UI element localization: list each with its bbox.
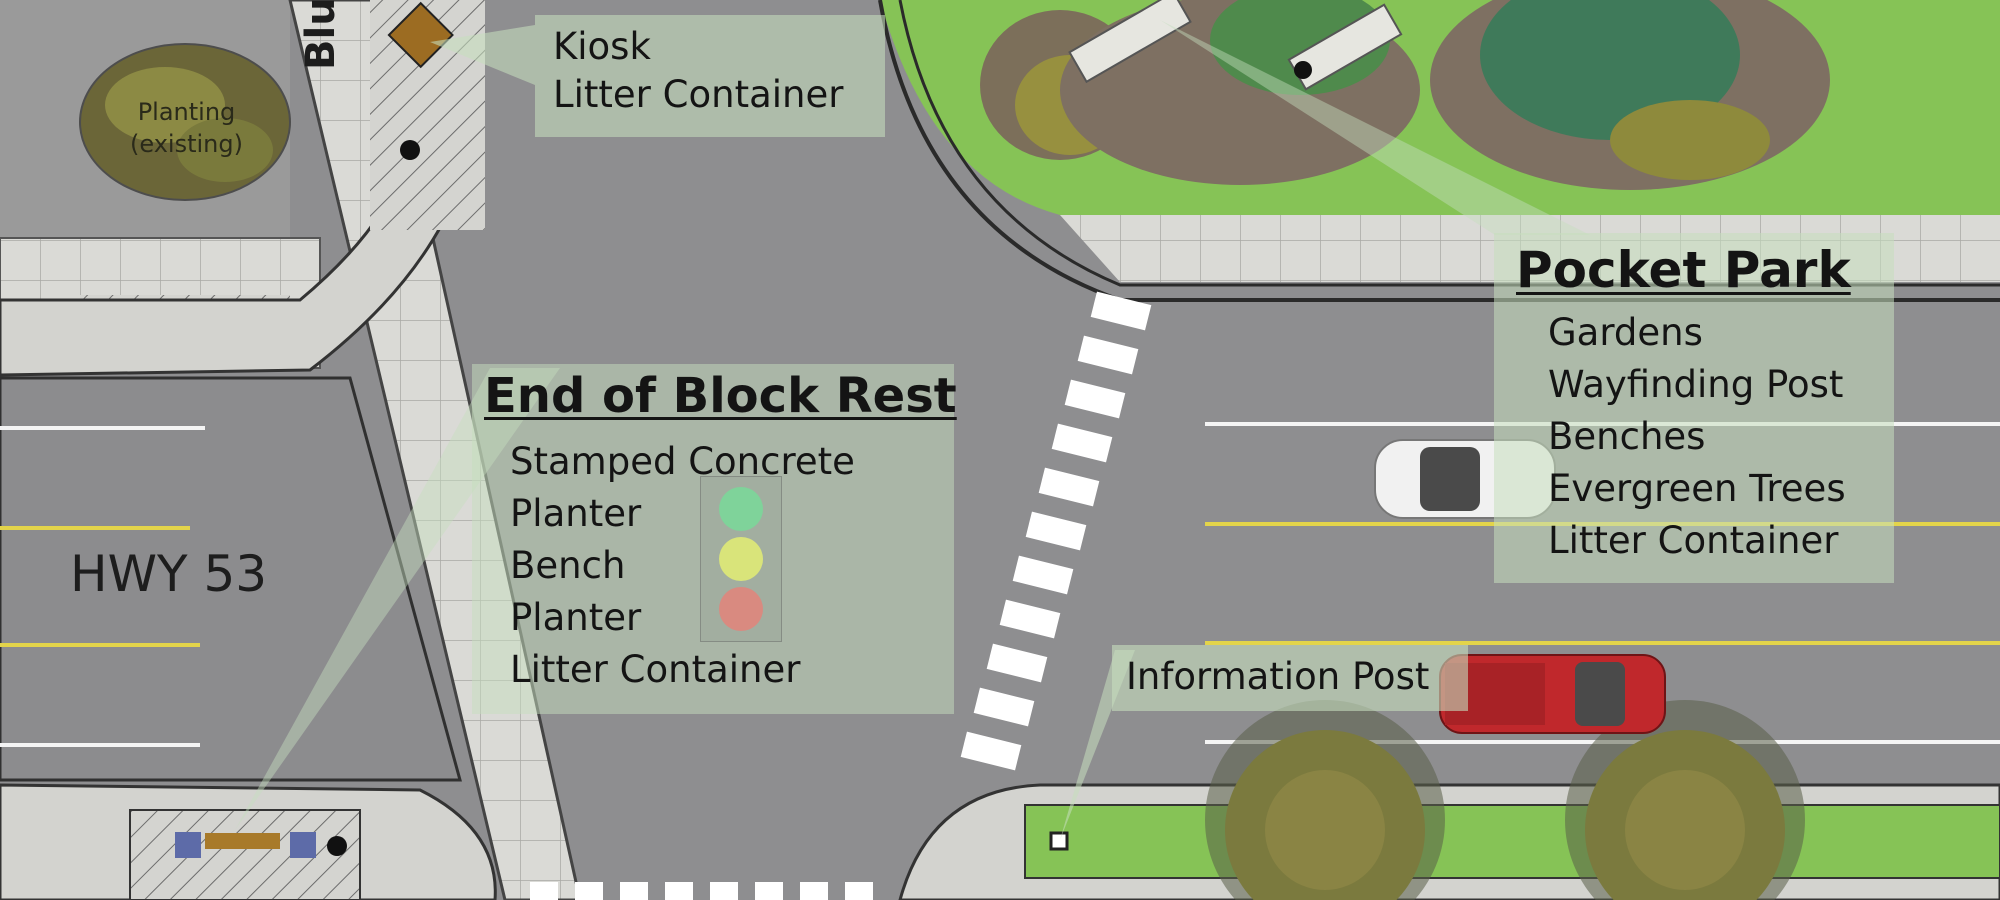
- kiosk: [387, 1, 454, 69]
- pocket-park-pointer: [1160, 20, 1590, 235]
- end-of-block-item: Bench: [510, 544, 626, 587]
- legend-swatch-yellow: [719, 537, 763, 581]
- information-post-label: Information Post: [1126, 655, 1430, 698]
- kiosk-callout: Kiosk Litter Container: [535, 15, 885, 137]
- planter-lower-left-a: [175, 832, 201, 858]
- pocket-park-item: Benches: [1548, 415, 1706, 458]
- pocket-park-item: Evergreen Trees: [1548, 467, 1846, 510]
- wayfinding-post: [1294, 61, 1312, 79]
- pocket-park-item: Litter Container: [1548, 519, 1839, 562]
- bench-lower-left: [205, 833, 280, 849]
- park-curb-inner: [898, 0, 2000, 287]
- crosswalk-diagonal: [960, 291, 1152, 771]
- pocket-park-callout: Pocket Park Gardens Wayfinding Post Benc…: [1494, 233, 1894, 583]
- litter-container-lower-left: [327, 836, 347, 856]
- pocket-park-item: Wayfinding Post: [1548, 363, 1844, 406]
- pocket-park-title: Pocket Park: [1516, 241, 1851, 299]
- kiosk-callout-item: Kiosk: [553, 25, 651, 68]
- planting-label-line1: Planting: [137, 98, 236, 126]
- planting-existing: [79, 43, 291, 201]
- end-of-block-item: Planter: [510, 596, 642, 639]
- pocket-park-item: Gardens: [1548, 311, 1703, 354]
- pocket-park-list: Gardens Wayfinding Post Benches Evergree…: [1548, 307, 1846, 567]
- road-label: HWY 53: [70, 545, 268, 603]
- park-bench-a: [1068, 0, 1192, 84]
- planter-lower-left-b: [290, 832, 316, 858]
- end-of-block-rest-list: Stamped Concrete Planter Bench Planter L…: [510, 436, 855, 696]
- crosswalk-bottom: [530, 882, 873, 900]
- planting-label: Planting (existing): [130, 96, 243, 160]
- bench-plaza: [129, 809, 361, 900]
- planting-strip: [1024, 804, 2000, 879]
- street-tree-a: [1205, 700, 1445, 900]
- end-of-block-item: Planter: [510, 492, 642, 535]
- information-post-callout: Information Post: [1112, 645, 1468, 711]
- park-curb: [878, 0, 2000, 302]
- street-name-label: Blu: [298, 0, 344, 70]
- legend-swatch-column: [700, 476, 782, 642]
- street-tree-b: [1565, 700, 1805, 900]
- kiosk-pointer: [430, 25, 535, 85]
- kiosk-callout-item: Litter Container: [553, 73, 844, 116]
- end-of-block-item: Litter Container: [510, 648, 801, 691]
- end-of-block-rest-callout: End of Block Rest Stamped Concrete Plant…: [472, 364, 957, 714]
- litter-container-kiosk: [400, 140, 420, 160]
- legend-swatch-red: [719, 587, 763, 631]
- red-car: [1439, 654, 1666, 734]
- planting-label-line2: (existing): [130, 130, 243, 158]
- end-of-block-rest-title: End of Block Rest: [484, 368, 957, 424]
- hwy-left-block: [0, 376, 462, 782]
- information-post: [1049, 831, 1069, 851]
- end-of-block-item: Stamped Concrete: [510, 440, 855, 483]
- legend-swatch-green: [719, 487, 763, 531]
